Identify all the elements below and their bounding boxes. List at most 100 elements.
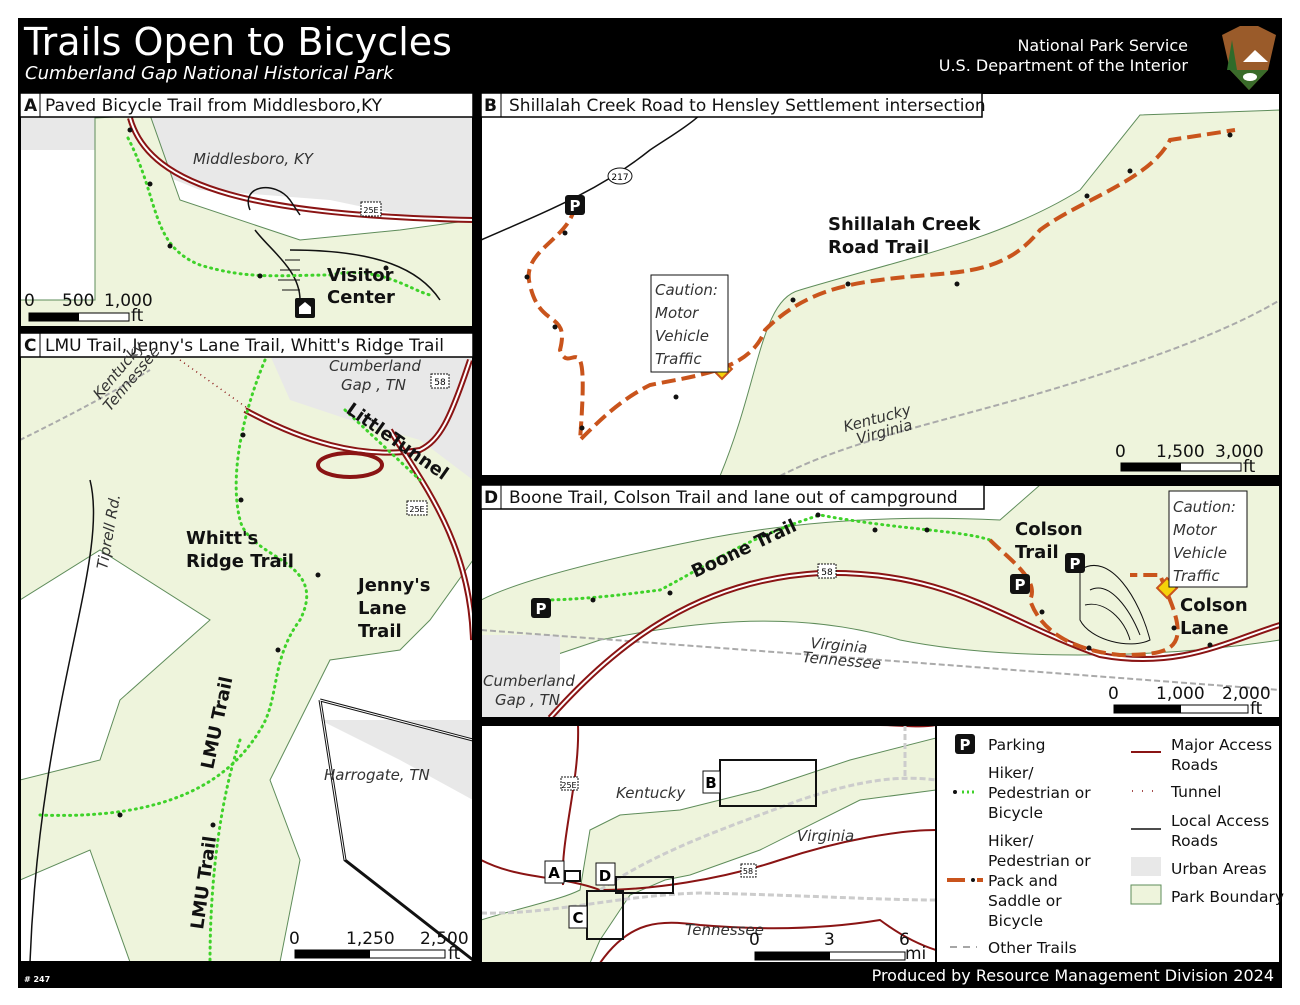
svg-text:1,000: 1,000 [1156, 684, 1205, 704]
label-middlesboro: Middlesboro, KY [193, 150, 315, 168]
svg-text:ft: ft [131, 306, 144, 326]
panel-a-title-box [19, 92, 474, 118]
svg-text:0: 0 [1108, 684, 1119, 704]
svg-text:ft: ft [1243, 457, 1256, 477]
svg-text:Urban Areas: Urban Areas [1171, 860, 1267, 878]
panel-a-map [20, 93, 473, 327]
locator-box-c: C [568, 890, 624, 940]
panel-d-letter: D [484, 488, 498, 508]
svg-text:Roads: Roads [1171, 756, 1218, 774]
panel-b-title-box [480, 92, 983, 118]
parking-icon [531, 598, 551, 618]
panel-b-letter: B [484, 96, 497, 116]
svg-text:500: 500 [62, 291, 94, 311]
label-shillalah-creek: Shillalah Creek [828, 214, 981, 235]
svg-text:Hiker/: Hiker/ [988, 764, 1034, 782]
svg-text:Major Access: Major Access [1171, 736, 1272, 754]
map-title: Trails Open to Bicycles [23, 20, 452, 64]
panel-c-scale-bar: 0 1,250 2,500 ft [289, 929, 469, 964]
svg-text:Pedestrian or: Pedestrian or [988, 852, 1091, 870]
panel-c-map [20, 333, 473, 962]
svg-text:A: A [548, 864, 560, 882]
panel-d-map [481, 485, 1280, 718]
svg-text:0: 0 [24, 291, 35, 311]
svg-text:Park Boundary: Park Boundary [1171, 888, 1284, 906]
panel-d-title-box [480, 484, 985, 510]
svg-text:Saddle or: Saddle or [988, 892, 1062, 910]
overview-scale-bar: 0 3 6 mi [749, 930, 926, 964]
svg-text:Bicycle: Bicycle [988, 912, 1043, 930]
label-whitts: Whitt's [186, 528, 258, 549]
label-tennessee: Tennessee [685, 921, 764, 939]
map-id: # 247 [24, 975, 50, 984]
svg-text:ft: ft [1250, 699, 1263, 719]
locator-box-b: B [702, 759, 817, 807]
route-25e-shield: 25E [363, 206, 378, 215]
panel-d-scale-bar: 0 1,000 2,000 ft [1108, 684, 1271, 719]
legend-parking: Parking [955, 734, 1045, 754]
caution-note-b: Caution: Motor Vehicle Traffic [655, 281, 718, 368]
svg-text:6: 6 [899, 930, 910, 950]
svg-text:mi: mi [905, 944, 926, 964]
svg-text:Traffic: Traffic [1173, 567, 1220, 585]
svg-text:Parking: Parking [988, 736, 1045, 754]
legend-tunnel: Tunnel [1132, 783, 1221, 801]
legend-other-trails: Other Trails [950, 939, 1077, 957]
route-25e-shield: 25E [561, 781, 576, 790]
svg-text:Local Access: Local Access [1171, 812, 1269, 830]
svg-text:0: 0 [749, 930, 760, 950]
label-visitor: Visitor [327, 265, 394, 286]
parking-icon [1065, 553, 1085, 573]
panel-a-letter: A [24, 96, 38, 116]
label-cumberland-gap: Cumberland [329, 357, 421, 375]
label-ridge-trail: Ridge Trail [186, 551, 294, 572]
svg-text:3: 3 [824, 930, 835, 950]
panel-b-map [481, 93, 1280, 476]
svg-text:0: 0 [1115, 442, 1126, 462]
panel-c-title: LMU Trail, Jenny's Lane Trail, Whitt's R… [45, 336, 444, 356]
label-road-trail: Road Trail [828, 237, 929, 258]
parking-icon [565, 195, 585, 215]
route-217-shield: 217 [611, 173, 628, 183]
credit-line: Produced by Resource Management Division… [872, 966, 1274, 985]
svg-text:1,250: 1,250 [346, 929, 395, 949]
label-lane: Lane [358, 598, 407, 619]
svg-text:Roads: Roads [1171, 832, 1218, 850]
svg-text:Caution:: Caution: [655, 281, 718, 299]
svg-text:1,000: 1,000 [104, 291, 153, 311]
label-kentucky: Kentucky [616, 784, 686, 802]
svg-text:Caution:: Caution: [1173, 498, 1236, 516]
svg-text:Pack and: Pack and [988, 872, 1058, 890]
map-subtitle: Cumberland Gap National Historical Park [25, 63, 395, 84]
nps-arrowhead-logo [1222, 26, 1276, 90]
locator-box-a: A [544, 860, 581, 884]
svg-text:0: 0 [289, 929, 300, 949]
svg-text:C: C [572, 909, 583, 927]
panel-d-title: Boone Trail, Colson Trail and lane out o… [509, 488, 958, 508]
label-gap-tn: Gap , TN [495, 691, 560, 709]
panel-c-title-box [19, 332, 474, 358]
panel-a-scale-bar: 0 500 1,000 ft [24, 291, 153, 326]
svg-text:1,500: 1,500 [1156, 442, 1205, 462]
svg-text:2,000: 2,000 [1222, 684, 1271, 704]
svg-text:Motor: Motor [655, 304, 699, 322]
legend-urban-areas: Urban Areas [1131, 857, 1267, 878]
svg-text:Motor: Motor [1173, 521, 1217, 539]
label-harrogate: Harrogate, TN [324, 766, 430, 784]
svg-text:B: B [705, 774, 716, 792]
locator-box-d: D [595, 862, 674, 894]
parking-icon [955, 734, 975, 754]
legend-park-boundary: Park Boundary [1130, 884, 1284, 906]
panel-b-scale-bar: 0 1,500 3,000 ft [1115, 442, 1264, 477]
svg-text:Traffic: Traffic [655, 350, 702, 368]
label-colson-lane-2: Lane [1180, 618, 1229, 639]
svg-text:Pedestrian or: Pedestrian or [988, 784, 1091, 802]
label-gap-tn: Gap , TN [341, 376, 406, 394]
caution-note-d: Caution: Motor Vehicle Traffic [1173, 498, 1236, 585]
label-virginia: Virginia [810, 634, 869, 657]
